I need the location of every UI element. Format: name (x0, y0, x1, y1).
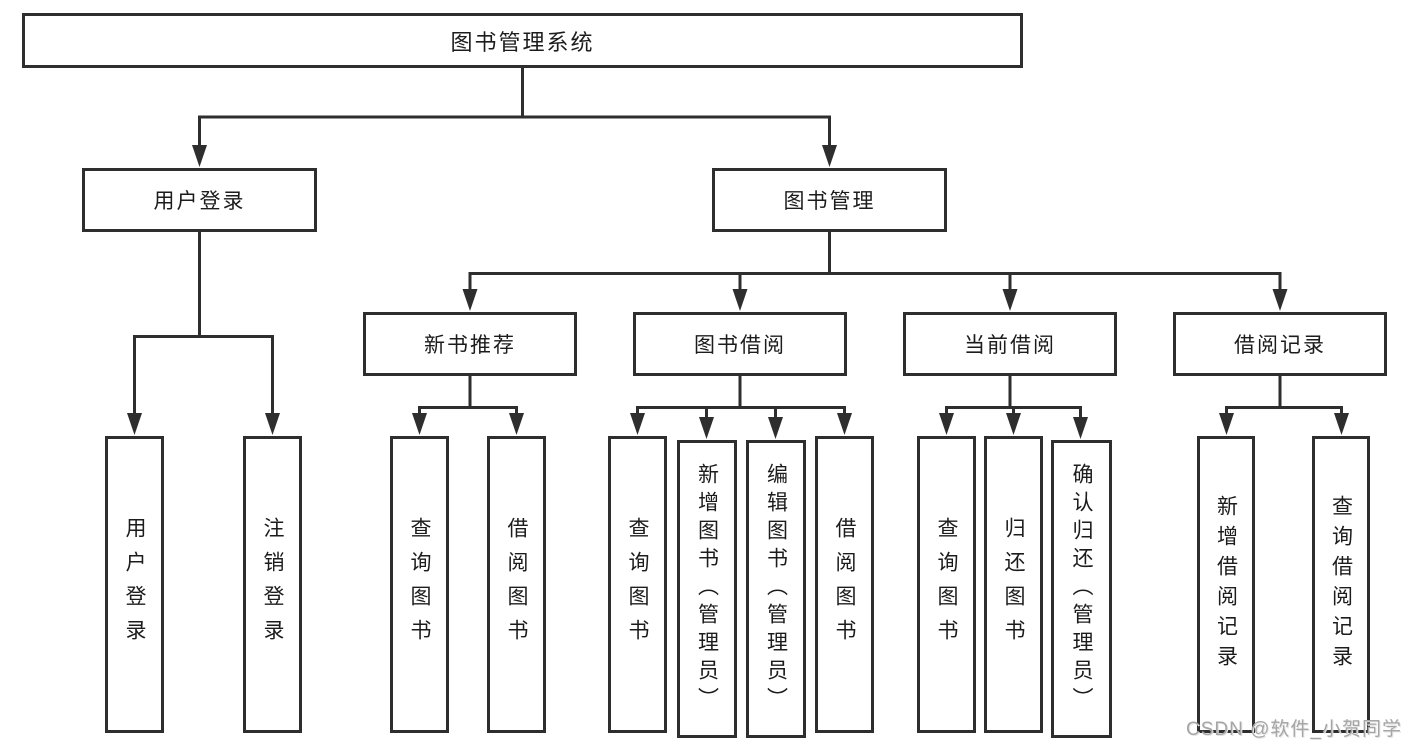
node-book-management: 图书管理 (712, 168, 947, 232)
leaf-query-books-borrowing: 查询图书 (608, 436, 667, 733)
leaf-add-book-admin: 新增图书（管理员） (677, 440, 737, 738)
node-book-borrowing: 图书借阅 (633, 312, 847, 376)
leaf-edit-book-admin: 编辑图书（管理员） (746, 440, 806, 738)
leaf-query-borrow-record: 查询借阅记录 (1312, 436, 1370, 733)
leaf-borrow-books-recommend: 借阅图书 (487, 436, 546, 733)
leaf-add-borrow-record: 新增借阅记录 (1197, 436, 1255, 733)
node-user-login: 用户登录 (82, 168, 317, 232)
node-current-borrowing: 当前借阅 (903, 312, 1117, 376)
node-new-book-recommendation: 新书推荐 (363, 312, 577, 376)
leaf-logout: 注销登录 (243, 436, 302, 733)
leaf-return-books: 归还图书 (984, 436, 1043, 733)
leaf-confirm-return-admin: 确认归还（管理员） (1051, 440, 1112, 738)
leaf-query-books-recommend: 查询图书 (390, 436, 449, 733)
leaf-borrow-books-borrowing: 借阅图书 (815, 436, 874, 733)
leaf-user-login: 用户登录 (105, 436, 164, 733)
node-borrowing-records: 借阅记录 (1173, 312, 1387, 376)
leaf-query-books-current: 查询图书 (917, 436, 976, 733)
arrowheads (127, 145, 1349, 439)
watermark: CSDN @软件_小贺同学 (1186, 719, 1402, 740)
node-library-management-system: 图书管理系统 (22, 13, 1023, 68)
